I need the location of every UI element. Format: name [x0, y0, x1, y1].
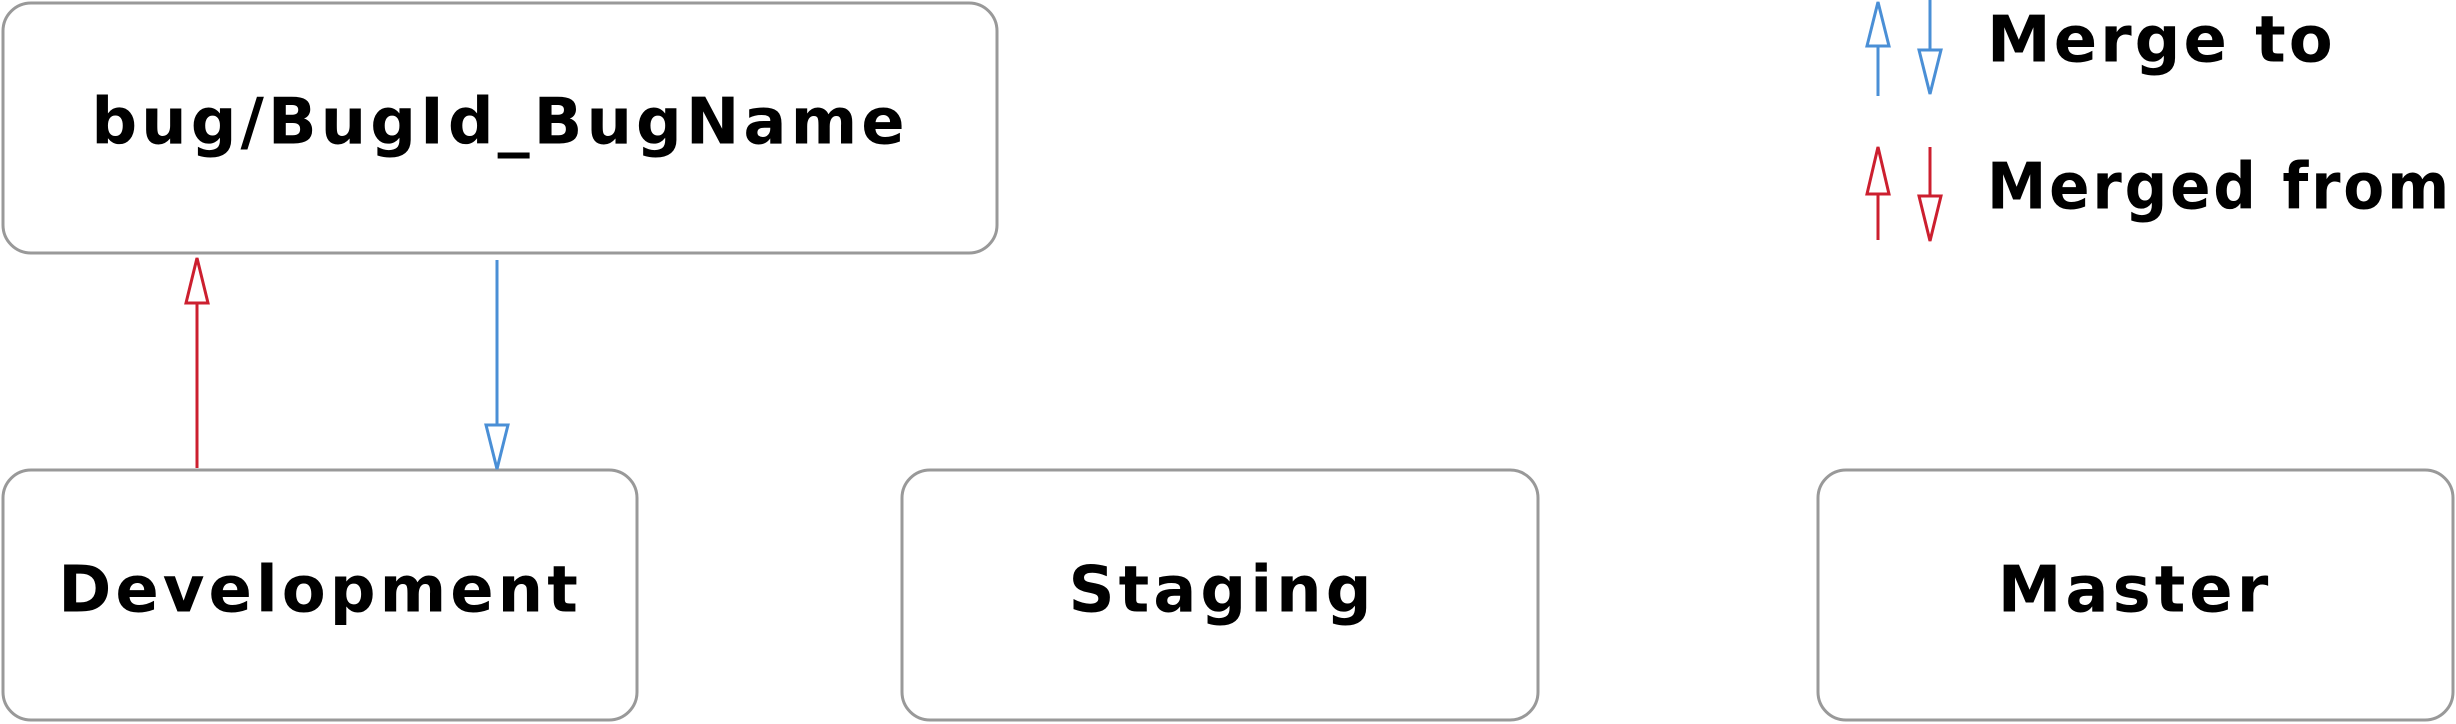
node-staging-label: Staging: [1069, 554, 1376, 628]
legend-merge-to-down-arrow-icon: [1917, 0, 1943, 95]
legend-merged-from-up-arrow-icon: [1865, 146, 1891, 240]
node-bug-branch: bug/BugId_BugName: [1, 1, 999, 255]
node-bug-branch-box: [1, 1, 999, 255]
legend-merged-from-down-arrow-icon: [1917, 147, 1943, 242]
node-bug-branch-label: bug/BugId_BugName: [91, 86, 908, 160]
node-master-label: Master: [1998, 554, 2273, 628]
node-staging-box: [900, 468, 1540, 722]
node-development-label: Development: [58, 554, 582, 628]
node-master: Master: [1816, 468, 2455, 722]
legend-merged-from: Merged from: [1865, 146, 2452, 242]
node-staging: Staging: [900, 468, 1540, 722]
legend-merge-to-up-arrow-icon: [1865, 1, 1891, 96]
legend-merge-to: Merge to: [1865, 0, 2336, 96]
node-master-box: [1816, 468, 2455, 722]
legend-merged-from-label: Merged from: [1987, 151, 2452, 225]
edge-merge-to-arrow: [484, 260, 510, 470]
legend-merge-to-label: Merge to: [1987, 4, 2336, 78]
edge-merged-from-arrow: [184, 257, 210, 468]
edge-merge-to-head: [484, 423, 510, 470]
node-development: Development: [1, 468, 639, 722]
node-development-box: [1, 468, 639, 722]
edge-merged-from-head: [184, 257, 210, 305]
